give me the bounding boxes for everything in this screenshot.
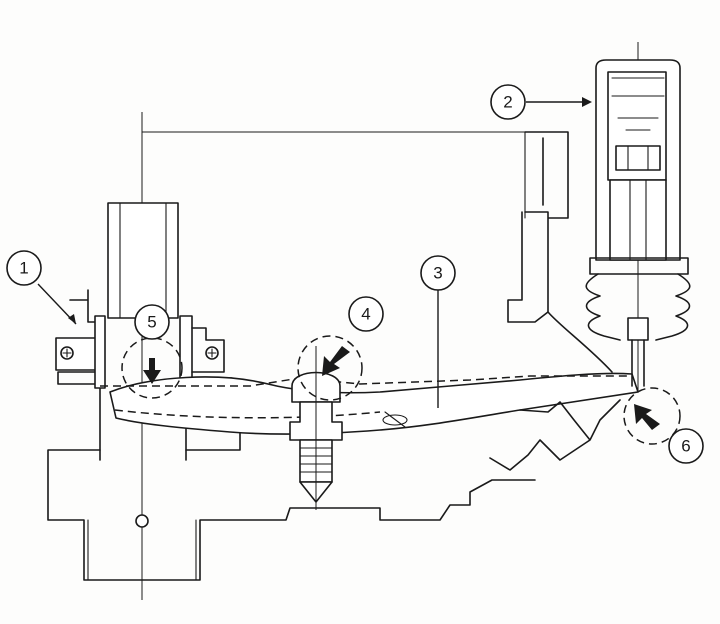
- lever-tail: [489, 311, 621, 471]
- pivot-ball-stud: [289, 346, 343, 510]
- callout-5: 5: [134, 304, 170, 340]
- detail-circle-5: [121, 337, 183, 399]
- transmission-case: [47, 424, 536, 581]
- release-bearing-retainer: [55, 289, 106, 389]
- detail-circle-6: [623, 387, 681, 445]
- callout-label-3: 3: [433, 264, 442, 283]
- contact-arrow-5: [143, 358, 161, 384]
- callout-4: 4: [348, 296, 384, 332]
- callout-3: 3: [420, 255, 456, 291]
- shaft-upper: [107, 202, 179, 319]
- callout-label-5: 5: [147, 313, 156, 332]
- callout-2: 2: [490, 84, 526, 120]
- callout-1: 1: [6, 250, 42, 286]
- callout-label-6: 6: [681, 437, 690, 456]
- contact-arrow-4: [322, 346, 350, 376]
- callout-label-1: 1: [19, 259, 28, 278]
- lever-centerline: [100, 375, 630, 387]
- callout-label-2: 2: [503, 93, 512, 112]
- clutch-housing-bracket: [507, 131, 569, 323]
- callout-6: 6: [668, 428, 704, 464]
- callout-label-4: 4: [361, 305, 370, 324]
- contact-arrow-6: [634, 404, 660, 430]
- clutch-release-cylinder: [585, 42, 691, 392]
- locating-pin: [135, 514, 149, 528]
- lever-slot: [382, 414, 408, 426]
- housing-outline-top: [141, 131, 526, 219]
- dust-boot: [585, 273, 691, 341]
- detail-circle-4: [297, 335, 363, 401]
